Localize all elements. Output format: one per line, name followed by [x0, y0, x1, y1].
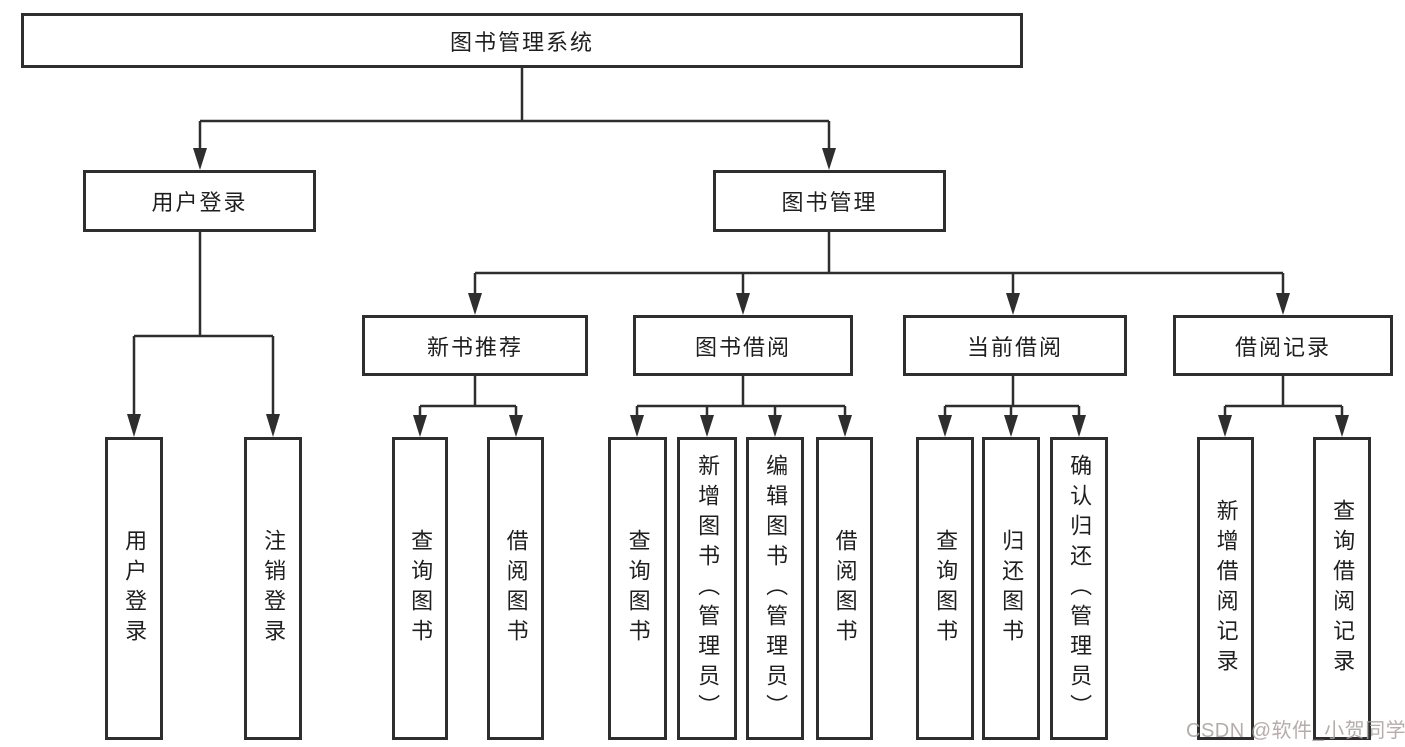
leaf-add-borrow-record: 新增借阅记录 [1197, 437, 1254, 740]
leaf-return-books: 归还图书 [982, 437, 1040, 740]
leaf-logout: 注销登录 [244, 437, 302, 740]
node-borrowing-records: 借阅记录 [1173, 315, 1393, 376]
leaf-query-borrow-record: 查询借阅记录 [1313, 437, 1371, 740]
node-current-borrowing: 当前借阅 [903, 315, 1127, 376]
leaf-borrow-books-borrowing: 借阅图书 [816, 437, 873, 740]
leaf-add-book-admin: 新增图书（管理员） [677, 437, 737, 740]
arrowheads [127, 148, 1349, 437]
leaf-query-books-recommend: 查询图书 [392, 437, 448, 740]
leaf-user-login: 用户登录 [105, 437, 163, 740]
node-user-login-label: 用户登录 [151, 190, 248, 215]
node-book-borrowing-label: 图书借阅 [694, 334, 791, 360]
node-book-borrowing: 图书借阅 [633, 315, 853, 376]
node-book-management-label: 图书管理 [781, 190, 878, 215]
node-borrowing-records-label: 借阅记录 [1234, 334, 1331, 360]
node-new-book-recommendation: 新书推荐 [362, 315, 588, 376]
leaf-query-books-current: 查询图书 [916, 437, 974, 740]
leaf-borrow-books-recommend: 借阅图书 [487, 437, 544, 740]
leaf-query-books-borrowing: 查询图书 [608, 437, 667, 740]
node-root-label: 图书管理系统 [449, 29, 594, 55]
node-book-management: 图书管理 [713, 170, 946, 232]
node-current-borrowing-label: 当前借阅 [966, 334, 1063, 360]
csdn-watermark: CSDN @软件_小贺同学 [1186, 720, 1405, 742]
node-root: 图书管理系统 [21, 13, 1023, 68]
node-user-login: 用户登录 [83, 170, 316, 232]
leaf-edit-book-admin: 编辑图书（管理员） [746, 437, 804, 740]
leaf-confirm-return-admin: 确认归还（管理员） [1050, 437, 1108, 740]
node-new-book-recommendation-label: 新书推荐 [426, 334, 523, 360]
